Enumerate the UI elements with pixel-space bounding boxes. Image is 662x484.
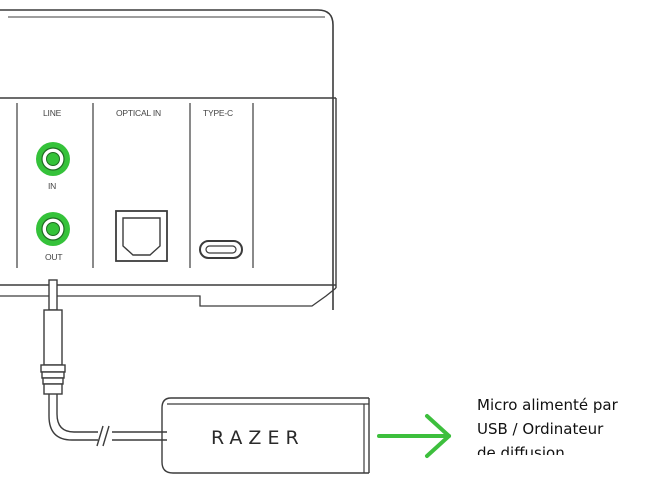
line-out-label: OUT <box>45 252 62 262</box>
optical-port-icon <box>115 210 168 262</box>
razer-logo: RAZER <box>211 427 305 449</box>
panel-dividers <box>16 103 254 268</box>
line-out-jack-icon <box>36 212 70 246</box>
cable-icon <box>48 394 167 447</box>
caption-line-1: Micro alimenté par <box>477 396 618 414</box>
usb-adapter <box>161 397 370 474</box>
usb-type-c-port-icon <box>199 240 243 259</box>
arrow-right-icon <box>377 414 451 458</box>
caption-line-2: USB / Ordinateur <box>477 420 604 438</box>
typec-port-label: TYPE-C <box>203 108 233 118</box>
caption-line-3: de diffusion <box>477 444 565 455</box>
line-in-jack-icon <box>36 142 70 176</box>
line-in-label: IN <box>48 181 56 191</box>
caption-text: Micro alimenté par USB / Ordinateur de d… <box>477 393 662 455</box>
audio-plug-icon <box>40 279 66 395</box>
optical-port-label: OPTICAL IN <box>116 108 161 118</box>
line-port-label: LINE <box>43 108 62 118</box>
